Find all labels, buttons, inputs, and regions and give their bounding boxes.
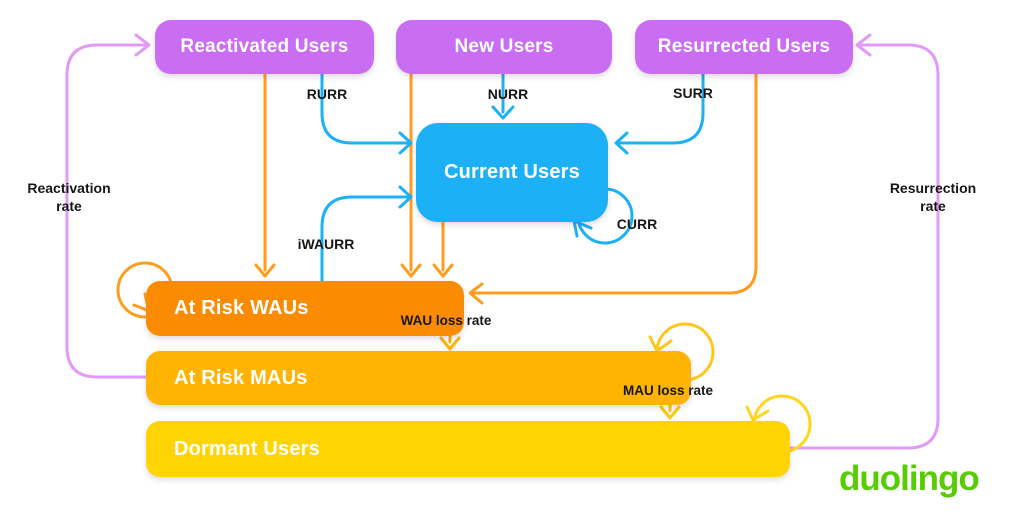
node-dormant-users-label: Dormant Users [174,437,320,460]
node-resurrected-users-label: Resurrected Users [657,36,831,57]
node-dormant-users: Dormant Users [146,421,790,477]
edge-reactivated-to-wau [254,72,276,278]
edge-new-to-wau [400,72,422,278]
node-current-users: Current Users [416,123,608,222]
node-at-risk-maus: At Risk MAUs [146,351,691,405]
edge-wau-loss-rate [439,335,461,351]
edge-rurr [320,72,413,155]
edge-resurrection-rate [786,33,940,450]
edge-reactivation-rate [65,33,151,379]
node-at-risk-waus-label: At Risk WAUs [174,297,309,319]
edge-label-mau-loss-rate: MAU loss rate [622,383,714,398]
node-reactivated-users: Reactivated Users [155,20,374,74]
node-at-risk-waus: At Risk WAUs [146,281,464,336]
edge-label-iwaurr: iWAURR [297,236,355,252]
edge-label-rurr: RURR [306,86,348,102]
edge-label-resurrection-rate: Resurrection rate [889,180,977,215]
edge-label-wau-loss-rate: WAU loss rate [400,313,492,328]
edge-surr [614,72,705,155]
node-at-risk-maus-label: At Risk MAUs [174,366,308,389]
edge-mau-loss-rate [659,403,681,420]
edge-label-nurr: NURR [487,86,529,102]
node-new-users-label: New Users [454,36,554,57]
node-resurrected-users: Resurrected Users [635,20,853,74]
edge-label-surr: SURR [673,85,713,101]
edge-resurrected-to-wau [468,72,758,305]
duolingo-logo: duolingo [839,459,980,498]
node-new-users: New Users [396,20,612,74]
edge-nurr [491,72,515,120]
node-current-users-label: Current Users [444,161,580,183]
edge-label-curr: CURR [616,216,658,232]
edge-label-reactivation-rate: Reactivation rate [27,180,111,215]
edge-iwaurr [320,185,413,283]
edge-current-to-wau [432,220,454,278]
node-reactivated-users-label: Reactivated Users [180,36,349,57]
